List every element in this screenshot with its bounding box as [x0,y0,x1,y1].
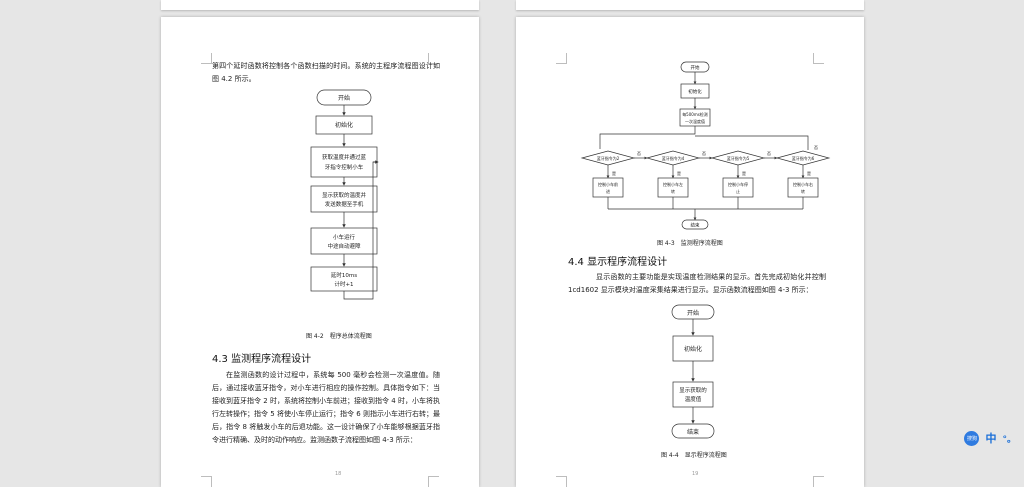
monitor-yes-label-3: 是 [742,170,746,176]
flow-step4-text-2: 计时+1 [334,280,353,288]
flow-step2-text-2: 发送数据至手机 [325,200,364,208]
monitor-action-4-node [787,177,819,198]
monitor-no-label-1: 否 [637,151,641,156]
flow-step2-node [310,185,378,213]
ime-language-toggle[interactable]: 中 [985,432,997,445]
display-end-node [671,423,715,439]
monitor-action-4-text-1: 控制小车右 [793,181,813,187]
monitor-yes-label-4: 是 [807,170,811,176]
monitor-action-4-text-2: 转 [801,188,805,194]
section-heading-4-3: 4.3 监测程序流程设计 [212,354,312,365]
ime-toolbar[interactable]: 搜狗 中 °。 [964,430,1016,446]
flow-step3-text-2: 中途自动避障 [327,242,361,250]
monitor-end-node [681,219,709,230]
crop-mark [813,53,824,64]
main-flowchart: 开始 初始化 获取温度并通过蓝 牙指令控制小车 显示获取的温度并 发送数据至手机… [310,89,379,300]
figure-caption-4-3: 图 4-3 监测程序流程图 [657,240,723,247]
figure-caption-4-4: 图 4-4 显示程序流程图 [661,452,727,459]
display-init-text: 初始化 [684,345,702,353]
monitor-action-1-node [592,177,624,198]
monitor-no-label-3: 否 [767,151,771,156]
monitor-end-text: 结束 [691,222,700,229]
crop-mark [201,476,212,487]
monitor-yes-label-1: 是 [612,170,616,176]
flow-start-text: 开始 [338,94,350,102]
prev-page-right-strip [516,0,864,10]
display-show-text-2: 温度值 [685,395,702,403]
monitor-detect-text-1: 每500ms检测 [682,111,708,117]
monitor-start-text: 开始 [691,64,700,71]
monitor-action-2-text-1: 控制小车左 [663,181,683,187]
section-4-4-body: 显示函数的主要功能是实现温度检测结果的显示。首先完成初始化并控制 1cd1602… [568,273,826,294]
flow-step1-node [310,146,378,178]
flow-step3-text-1: 小车运行 [333,233,356,241]
crop-mark [201,53,212,64]
crop-mark [556,476,567,487]
monitor-decision-2: 蓝牙指令为4 控制小车左 转 是 否 [645,150,713,209]
display-init-node [672,335,714,362]
crop-mark [428,476,439,487]
document-page-right[interactable]: 开始 初始化 每500ms检测 一次温度值 蓝牙指令为2 控制小车前 进 是 否… [516,17,864,487]
monitor-action-3-text-2: 止 [736,188,740,194]
monitor-yes-label-2: 是 [677,170,681,176]
figure-caption-4-2: 图 4-2 程序总体流程图 [306,333,372,340]
monitor-action-1-text-1: 控制小车前 [598,181,618,187]
page-number-right: 19 [692,471,699,477]
monitor-no-label-4: 否 [814,145,818,150]
monitor-loop-back-line [695,135,809,150]
page-number-left: 18 [335,471,342,477]
flow-step2-text-1: 显示获取的温度并 [322,191,367,199]
intro-paragraph: 第四个延时函数将控制各个函数扫描的时间。系统的主程序流程图设计如图 4.2 所示… [212,62,440,83]
prev-page-left-strip [161,0,479,10]
flow-step4-node [310,266,378,292]
monitor-flowchart: 开始 初始化 每500ms检测 一次温度值 蓝牙指令为2 控制小车前 进 是 否… [580,61,831,230]
section-4-3-body: 在监测函数的设计过程中，系统每 500 毫秒会检测一次温度值。随后，通过接收蓝牙… [212,371,440,444]
flow-init-text: 初始化 [335,121,353,129]
monitor-init-text: 初始化 [688,88,702,95]
monitor-detect-text-2: 一次温度值 [685,118,705,124]
monitor-action-3-node [722,177,754,198]
flow-step3-node [310,227,378,255]
document-page-left[interactable]: 第四个延时函数将控制各个函数扫描的时间。系统的主程序流程图设计如图 4.2 所示… [161,17,479,487]
monitor-action-1-text-2: 进 [606,188,610,194]
crop-mark [813,476,824,487]
monitor-decision-1: 蓝牙指令为2 控制小车前 进 是 否 [580,150,648,209]
display-show-node [672,381,714,408]
flow-step4-text-1: 延时10ms [331,271,357,279]
crop-mark [556,53,567,64]
sogou-logo-icon[interactable]: 搜狗 [964,430,980,446]
monitor-decision-3: 蓝牙指令为5 控制小车停 止 是 否 [710,150,778,209]
ime-punctuation-icon[interactable]: °。 [1002,434,1016,445]
display-start-text: 开始 [687,309,699,317]
monitor-action-2-node [657,177,689,198]
display-show-text-1: 显示获取的 [679,386,707,394]
display-flowchart: 开始 初始化 显示获取的 温度值 结束 [671,304,715,439]
flow-step1-text-1: 获取温度并通过蓝 [322,153,367,161]
monitor-decision-4-text: 蓝牙指令为6 [792,155,815,161]
monitor-decision-4: 蓝牙指令为6 控制小车右 转 是 否 [775,145,831,209]
monitor-decision-2-text: 蓝牙指令为4 [662,155,685,161]
flow-step1-text-2: 牙指令控制小车 [325,163,364,171]
monitor-decision-1-text: 蓝牙指令为2 [597,155,620,161]
display-end-text: 结束 [687,428,699,436]
crop-mark [428,53,439,64]
section-heading-4-4: 4.4 显示程序流程设计 [568,257,668,268]
monitor-action-3-text-1: 控制小车停 [728,181,748,187]
monitor-decision-3-text: 蓝牙指令为5 [727,155,750,161]
monitor-action-2-text-2: 转 [671,188,675,194]
monitor-no-label-2: 否 [702,151,706,156]
